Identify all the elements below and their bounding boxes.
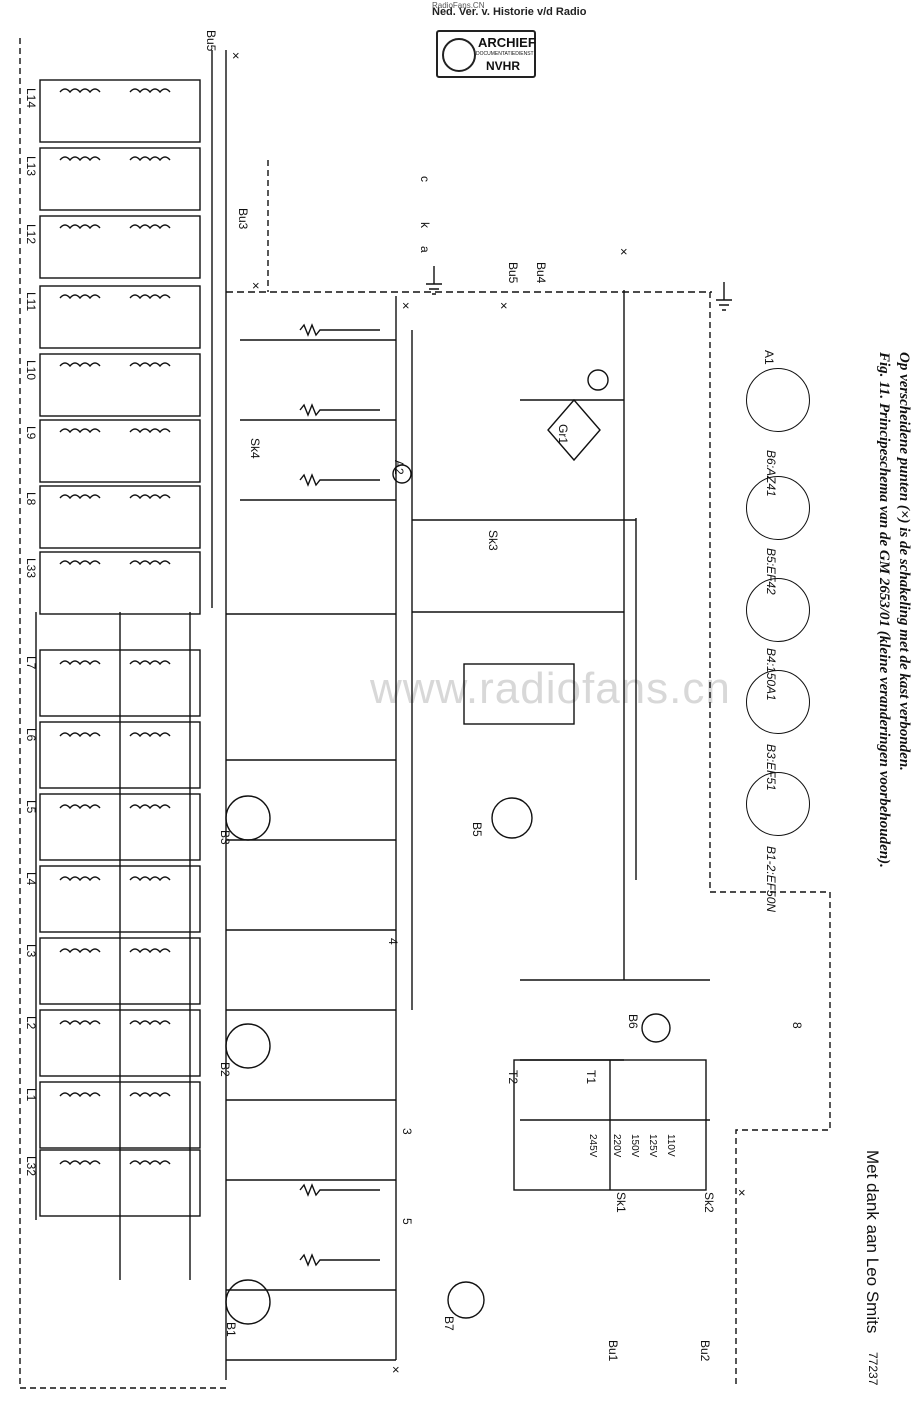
- tube-b5: B5: [470, 822, 484, 837]
- svg-text:×: ×: [392, 1362, 400, 1377]
- tube-b6: B6: [626, 1014, 640, 1029]
- tap-110v: 110V: [665, 1134, 676, 1157]
- node-4: 4: [386, 938, 400, 945]
- connector-bu3: Bu3: [236, 208, 250, 230]
- archive-stamp: ARCHIEF DOCUMENTATIEDIENST NVHR: [436, 30, 536, 78]
- coil-l12: L12: [24, 224, 38, 245]
- connector-bu5: Bu5: [506, 262, 520, 284]
- figure-number: 77237: [866, 1352, 880, 1386]
- node-5: 5: [400, 1218, 414, 1225]
- transformer-t2: T2: [506, 1070, 520, 1085]
- coil-l11: L11: [24, 292, 38, 312]
- svg-text:×: ×: [402, 298, 410, 313]
- tube-b2: B2: [218, 1062, 232, 1077]
- switch-sk3: Sk3: [486, 530, 500, 551]
- node-8: 8: [790, 1022, 804, 1029]
- node-3: 3: [400, 1128, 414, 1135]
- coil-l14: L14: [24, 88, 38, 109]
- base-150a1-icon: [746, 578, 810, 642]
- type-ef50n: B1-2:EF50N: [764, 846, 778, 913]
- terminal-k: k: [418, 222, 432, 228]
- svg-text:×: ×: [738, 1185, 746, 1200]
- switch-sk1: Sk1: [614, 1192, 628, 1213]
- archive-title: Ned. Ver. v. Historie v/d Radio: [432, 6, 587, 18]
- watermark: www.radiofans.cn: [370, 664, 731, 713]
- transformer-t1: T1: [584, 1070, 598, 1085]
- coil-l2: L2: [24, 1016, 38, 1030]
- connector-bu1: Bu1: [606, 1340, 620, 1362]
- terminal-a: a: [418, 246, 432, 253]
- tube-b3: B3: [218, 830, 232, 845]
- coil-l5: L5: [24, 800, 38, 814]
- type-150a1: B4:150A1: [764, 648, 778, 701]
- connector-bu4: Bu4: [534, 262, 548, 284]
- terminal-c: c: [418, 176, 432, 182]
- tap-150v: 150V: [629, 1134, 640, 1158]
- coil-l9: L9: [24, 426, 38, 440]
- site-label: RadioFans.CN: [432, 1, 485, 10]
- figure-caption-line2: Op verscheidene punten (×) is de schakel…: [896, 352, 912, 771]
- archive-logo-icon: [442, 38, 476, 72]
- coil-l7: L7: [24, 656, 38, 670]
- tube-b7: B7: [442, 1316, 456, 1331]
- credit-line: Met dank aan Leo Smits: [863, 1150, 882, 1334]
- switch-sk4: Sk4: [248, 438, 262, 459]
- base-ef51-icon: [746, 670, 810, 734]
- rectifier-gr1: Gr1: [556, 424, 570, 445]
- base-ef50n-icon: [746, 772, 810, 836]
- coil-l10: L10: [24, 360, 38, 381]
- archive-header: RadioFans.CN Ned. Ver. v. Historie v/d R…: [432, 1, 587, 18]
- coil-l33: L33: [24, 558, 38, 579]
- type-ef51: B3:EF51: [764, 744, 778, 791]
- coil-l4: L4: [24, 872, 38, 886]
- stamp-line1: ARCHIEF: [478, 35, 536, 50]
- switch-sk2: Sk2: [702, 1192, 716, 1213]
- meter-a2: A2: [392, 460, 406, 475]
- stamp-line3: NVHR: [486, 59, 521, 73]
- tap-220v: 220V: [611, 1134, 622, 1158]
- figure-caption-line1: Fig. 11. Principeschema van de GM 2653/0…: [876, 352, 892, 868]
- base-az41-icon: [746, 368, 810, 432]
- type-ef42: B5:EF42: [764, 548, 778, 595]
- tap-125v: 125V: [647, 1134, 658, 1158]
- type-az41: B6:AZ41: [764, 450, 778, 497]
- svg-text:×: ×: [500, 298, 508, 313]
- connector-bu2: Bu2: [698, 1340, 712, 1362]
- tap-245v: 245V: [587, 1134, 598, 1158]
- meter-a1: A1: [762, 350, 776, 365]
- svg-text:×: ×: [252, 278, 260, 293]
- svg-text:×: ×: [232, 48, 240, 63]
- connector-bu5-top: Bu5: [204, 30, 218, 52]
- coil-l3: L3: [24, 944, 38, 958]
- coil-l13: L13: [24, 156, 38, 177]
- base-ef42-icon: [746, 476, 810, 540]
- tube-b1: B1: [224, 1322, 238, 1337]
- coil-l32: L32: [24, 1156, 38, 1177]
- coil-l1: L1: [24, 1088, 38, 1102]
- stamp-line2: DOCUMENTATIEDIENST: [476, 51, 534, 57]
- coil-l6: L6: [24, 728, 38, 742]
- coil-l8: L8: [24, 492, 38, 506]
- svg-text:×: ×: [620, 244, 628, 259]
